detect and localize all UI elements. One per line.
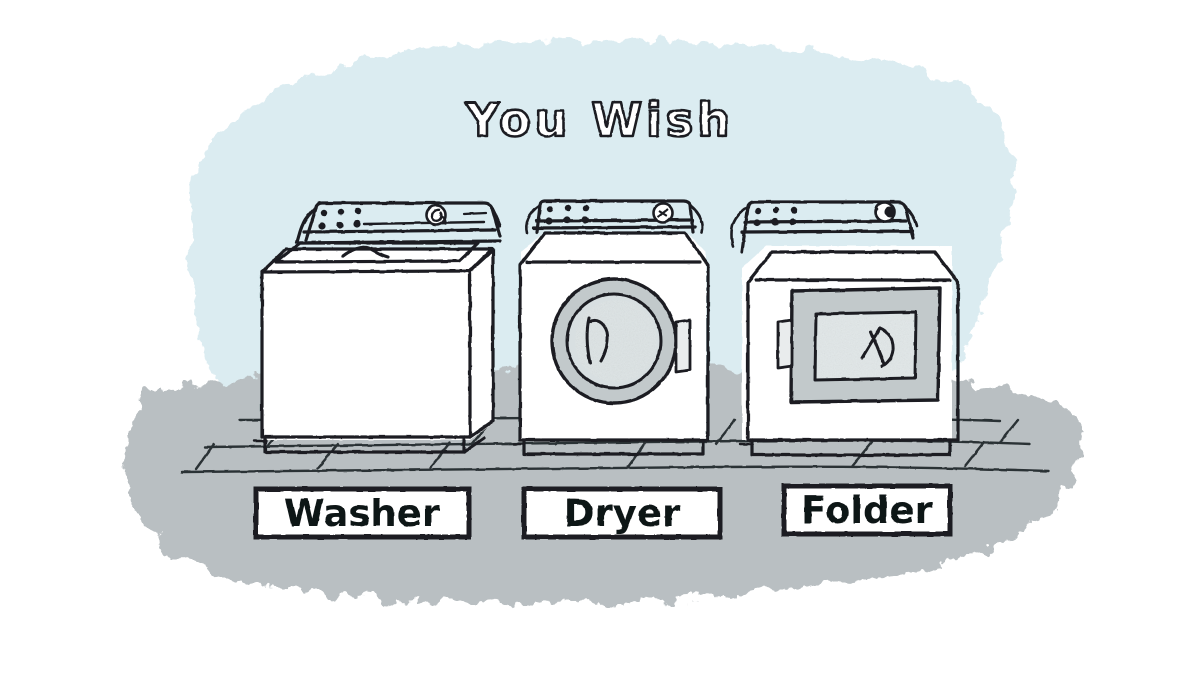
- washer-dial[interactable]: [425, 204, 447, 226]
- appliance-washer[interactable]: [252, 201, 502, 454]
- folder-dial[interactable]: [874, 201, 896, 223]
- dryer-dial[interactable]: [652, 202, 674, 224]
- label-plate-dryer: Dryer: [521, 486, 723, 540]
- appliance-dryer[interactable]: [512, 199, 710, 456]
- dryer-control-buttons[interactable]: [545, 204, 590, 225]
- folder-door-handle: [776, 318, 794, 370]
- label-folder: Folder: [801, 489, 933, 532]
- dryer-door-handle: [674, 318, 692, 374]
- label-plate-washer: Washer: [253, 486, 472, 540]
- appliance-folder[interactable]: [730, 200, 960, 457]
- appliance-labels: Washer Dryer Folder: [253, 483, 953, 540]
- dryer-door-squiggle: [585, 316, 610, 365]
- dryer-door[interactable]: [550, 277, 692, 405]
- title-text: You Wish: [465, 93, 734, 147]
- illustration-title: You Wish: [464, 92, 734, 149]
- washer-control-buttons[interactable]: [318, 207, 362, 230]
- label-plate-folder: Folder: [781, 483, 953, 537]
- folder-door-squiggle: [860, 326, 895, 368]
- label-washer: Washer: [284, 492, 441, 535]
- label-dryer: Dryer: [564, 492, 681, 535]
- folder-control-buttons[interactable]: [753, 206, 798, 227]
- folder-door[interactable]: [776, 286, 942, 404]
